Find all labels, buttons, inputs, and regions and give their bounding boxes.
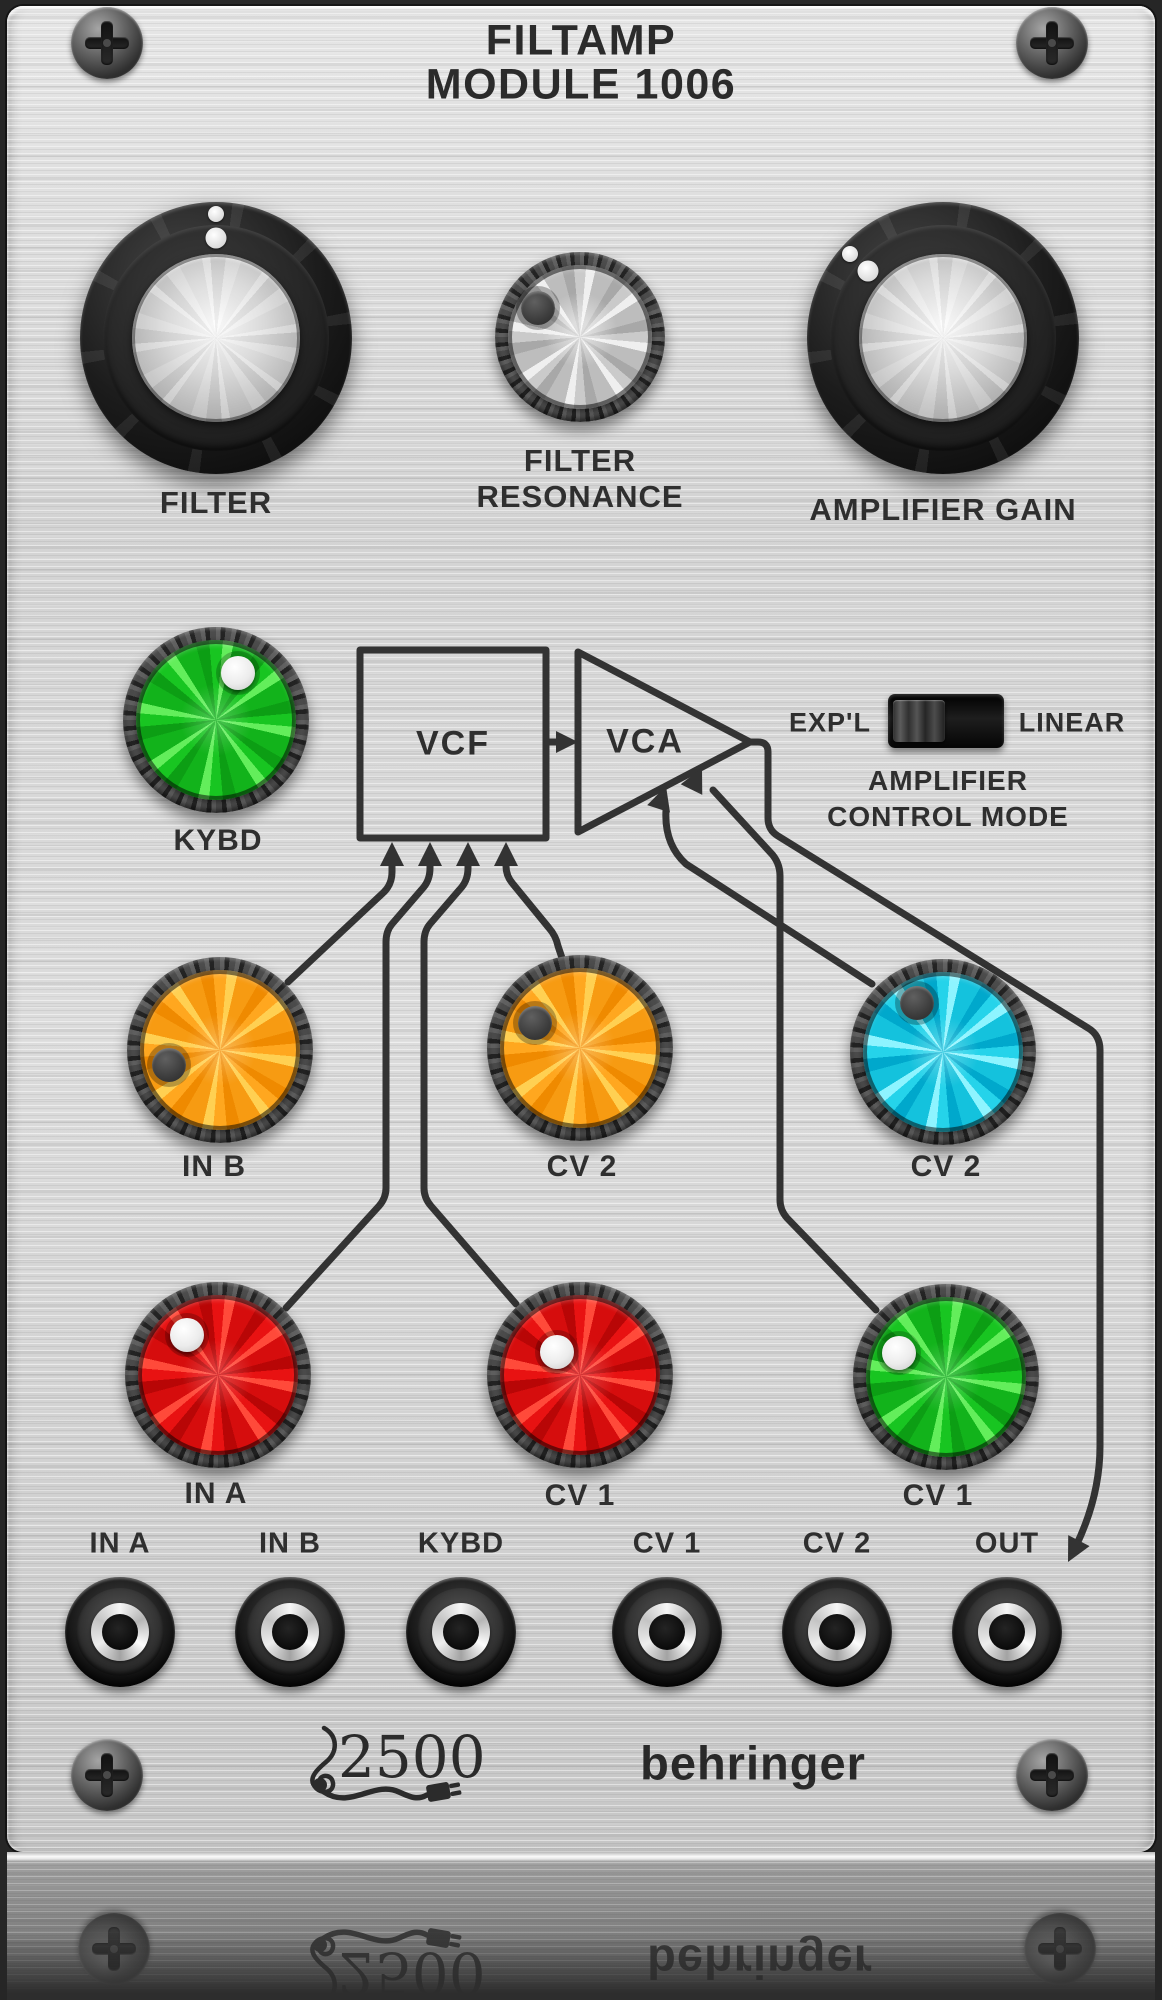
indicator-dot bbox=[518, 1006, 552, 1040]
cv1-filter-knob-label: CV 1 bbox=[544, 1479, 616, 1512]
kybd-knob[interactable] bbox=[123, 627, 309, 813]
arp-2500-logo: 2500 bbox=[310, 1723, 486, 1802]
switch-option-linear: LINEAR bbox=[1018, 707, 1126, 738]
indicator-dot bbox=[170, 1318, 204, 1352]
knob-cap bbox=[866, 1297, 1026, 1457]
panel-marker-dot bbox=[208, 206, 224, 222]
jack-label-out: OUT bbox=[974, 1527, 1040, 1560]
knob-cap bbox=[500, 1295, 660, 1455]
amplifier-control-mode-switch[interactable] bbox=[888, 694, 1004, 748]
indicator-dot bbox=[857, 260, 879, 282]
knob-cap bbox=[132, 254, 300, 422]
in-b-jack[interactable] bbox=[235, 1577, 345, 1687]
kybd-jack[interactable] bbox=[406, 1577, 516, 1687]
filter-resonance-knob[interactable] bbox=[495, 252, 665, 422]
screw-icon bbox=[1016, 1739, 1088, 1811]
page-subtitle: MODULE 1006 bbox=[425, 60, 737, 109]
knob-cap bbox=[859, 254, 1027, 422]
brand-logo: behringer bbox=[640, 1736, 866, 1790]
power-cord-icon bbox=[321, 1786, 430, 1801]
panel-marker-dot bbox=[842, 246, 858, 262]
filter-knob[interactable] bbox=[80, 202, 352, 474]
cv1-amp-knob-label: CV 1 bbox=[902, 1479, 974, 1512]
screw-reflection bbox=[78, 1913, 150, 1985]
brand-logo-reflection: behringer bbox=[647, 1935, 873, 1989]
svg-text:2500: 2500 bbox=[338, 1939, 486, 2000]
filter-knob-label: FILTER bbox=[159, 485, 273, 520]
knob-cap bbox=[500, 968, 660, 1128]
indicator-dot bbox=[205, 227, 227, 249]
vcf-label: VCF bbox=[416, 724, 490, 763]
knob-cap bbox=[863, 972, 1023, 1132]
resonance-label-line1: FILTER bbox=[523, 443, 637, 478]
amp-gain-label: AMPLIFIER GAIN bbox=[809, 492, 1077, 527]
amplifier-gain-knob[interactable] bbox=[807, 202, 1079, 474]
jack-label-cv2: CV 2 bbox=[802, 1527, 872, 1560]
out-jack[interactable] bbox=[952, 1577, 1062, 1687]
jack-label-in-a: IN A bbox=[89, 1527, 151, 1560]
cv2-filter-knob[interactable] bbox=[487, 955, 673, 1141]
cv1-filter-knob[interactable] bbox=[487, 1282, 673, 1468]
indicator-dot bbox=[221, 656, 255, 690]
page-title: FILTAMP bbox=[485, 16, 677, 65]
cv1-amp-knob[interactable] bbox=[853, 1284, 1039, 1470]
screw-icon bbox=[71, 7, 143, 79]
indicator-dot bbox=[540, 1335, 574, 1369]
panel-reflection: 2500 behringer bbox=[7, 1862, 1155, 2000]
in-a-knob-label: IN A bbox=[184, 1477, 248, 1510]
vca-label: VCA bbox=[606, 722, 684, 761]
cv2-filter-knob-label: CV 2 bbox=[546, 1150, 618, 1183]
screw-reflection bbox=[1024, 1913, 1096, 1985]
in-a-knob[interactable] bbox=[125, 1282, 311, 1468]
cv2-amp-knob[interactable] bbox=[850, 959, 1036, 1145]
knob-cap bbox=[138, 1295, 298, 1455]
jack-label-kybd: KYBD bbox=[417, 1527, 505, 1560]
in-b-knob-label: IN B bbox=[182, 1150, 246, 1183]
jack-label-cv1: CV 1 bbox=[632, 1527, 702, 1560]
in-b-knob[interactable] bbox=[127, 957, 313, 1143]
screw-icon bbox=[71, 1739, 143, 1811]
cv1-jack[interactable] bbox=[612, 1577, 722, 1687]
switch-option-expl: EXP'L bbox=[789, 707, 871, 738]
in-a-jack[interactable] bbox=[65, 1577, 175, 1687]
series-number: 2500 bbox=[338, 1723, 486, 1791]
indicator-dot bbox=[900, 986, 934, 1020]
arp-2500-logo-reflection: 2500 bbox=[310, 1928, 486, 2000]
resonance-label-line2: RESONANCE bbox=[476, 479, 684, 514]
panel-bottom-edge bbox=[7, 1852, 1155, 1862]
jack-label-in-b: IN B bbox=[259, 1527, 321, 1560]
knob-cap bbox=[508, 265, 652, 409]
screw-icon bbox=[1016, 7, 1088, 79]
plug-icon bbox=[426, 1782, 462, 1802]
cv2-jack[interactable] bbox=[782, 1577, 892, 1687]
switch-handle[interactable] bbox=[893, 700, 945, 742]
switch-caption-line2: CONTROL MODE bbox=[827, 801, 1069, 832]
knob-cap bbox=[136, 640, 296, 800]
cv2-amp-knob-label: CV 2 bbox=[910, 1150, 982, 1183]
indicator-dot bbox=[152, 1048, 186, 1082]
indicator-dot bbox=[521, 291, 555, 325]
reflection-fade bbox=[7, 1862, 1155, 2000]
switch-caption-line1: AMPLIFIER bbox=[868, 765, 1028, 796]
kybd-knob-label: KYBD bbox=[173, 824, 263, 857]
indicator-dot bbox=[882, 1336, 916, 1370]
